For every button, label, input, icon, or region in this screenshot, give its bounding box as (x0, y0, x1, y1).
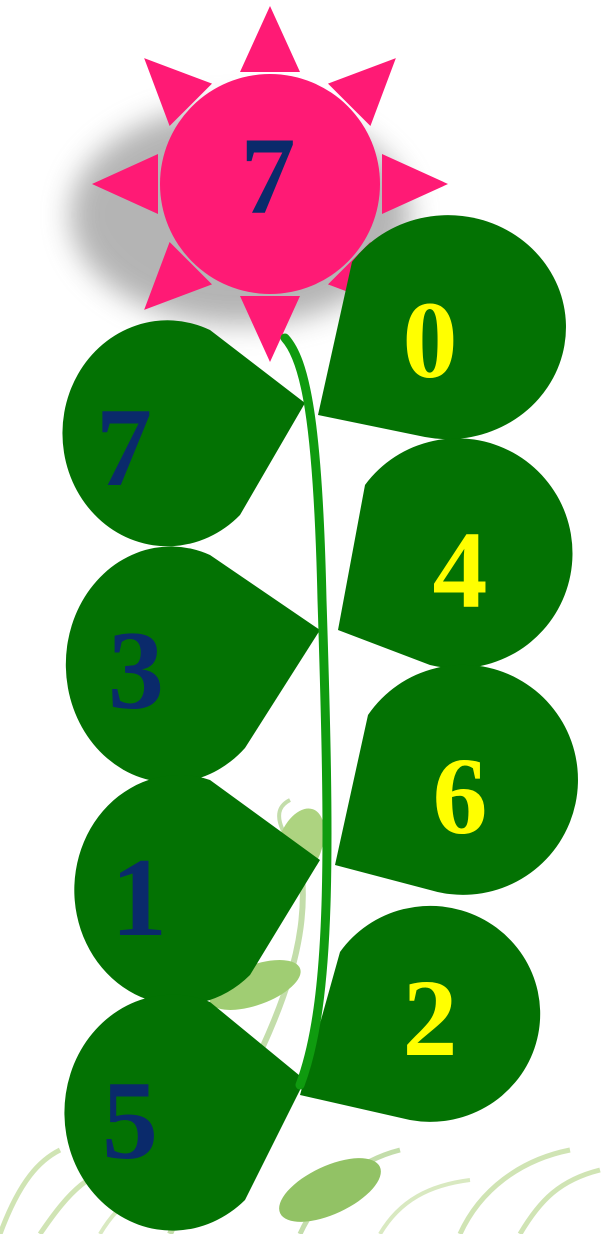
right-leaf-number: 0 (403, 279, 458, 401)
sun-ray (382, 154, 448, 214)
left-leaf-shape (66, 546, 320, 782)
right-leaf-number: 6 (433, 735, 488, 857)
left-leaf-number: 5 (102, 1059, 158, 1183)
left-leaves: 7 3 1 5 (62, 320, 320, 1230)
left-leaf-number: 7 (96, 386, 152, 510)
right-leaf: 2 (300, 906, 540, 1122)
right-leaf: 4 (338, 438, 572, 668)
right-leaf: 6 (335, 665, 578, 895)
left-leaf-number: 1 (111, 836, 167, 960)
right-leaf-number: 2 (403, 957, 458, 1079)
sun-number: 7 (241, 115, 296, 237)
right-leaves: 0 4 6 2 (300, 215, 578, 1122)
sun-ray (240, 6, 300, 72)
right-leaf-number: 4 (433, 509, 488, 631)
left-leaf: 3 (66, 546, 320, 782)
left-leaf-number: 3 (108, 609, 164, 733)
